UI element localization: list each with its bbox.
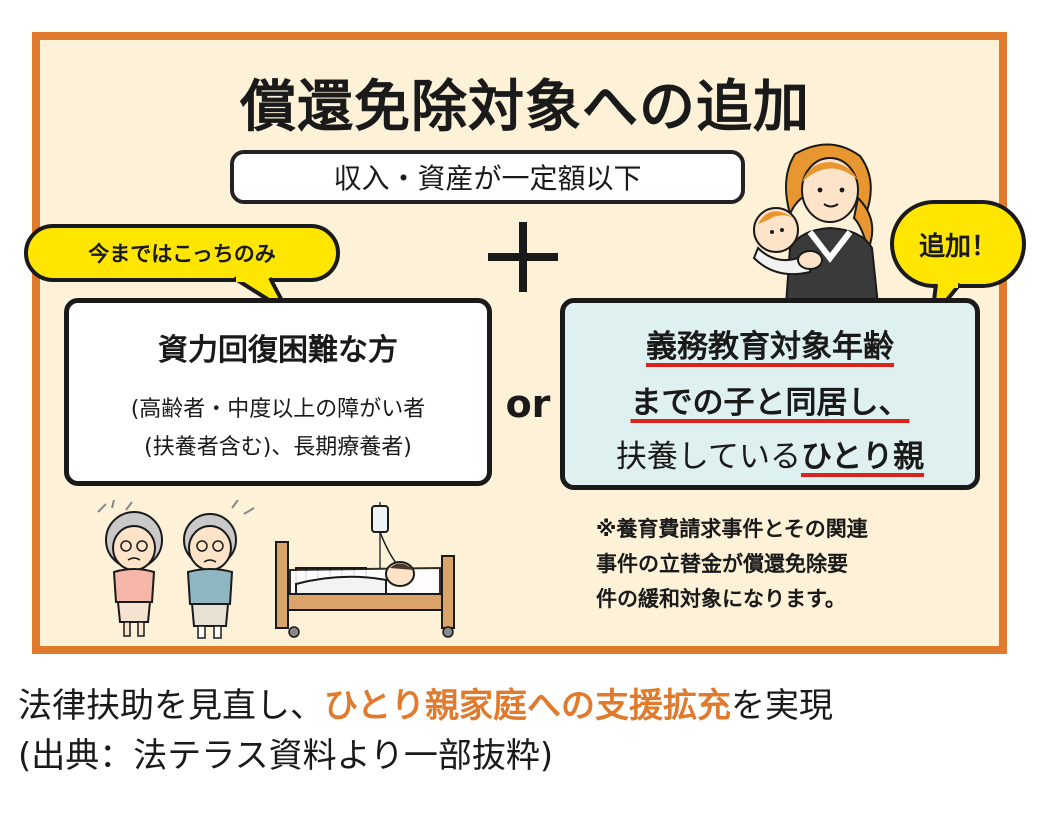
single-parent-line2: までの子と同居し、	[630, 385, 910, 421]
speech-bubble-previous: 今まではこっちのみ	[24, 224, 340, 282]
page-title: 償還免除対象への追加	[240, 75, 810, 140]
speech-bubble-added: 追加！	[890, 200, 1026, 288]
mother-with-baby-illustration	[752, 143, 880, 305]
plus-icon	[488, 222, 558, 292]
single-parent-box: 義務教育対象年齢 までの子と同居し、 扶養しているひとり親	[560, 298, 980, 490]
hospital-bed-illustration	[275, 502, 455, 638]
elderly-couple-illustration	[97, 500, 255, 639]
bubble-added-text: 追加！	[918, 231, 997, 262]
footnote-line3: 件の緩和対象になります。	[596, 587, 846, 611]
single-parent-line3-emphasis: ひとり親	[801, 439, 925, 475]
footnote: ※養育費請求事件とその関連 事件の立替金が償還免除要 件の緩和対象になります。	[596, 512, 996, 617]
hardship-detail-line1: (高齢者・中度以上の障がい者	[130, 397, 426, 422]
caption-part1: 法律扶助を見直し、	[18, 686, 324, 726]
hardship-detail-line2: (扶養者含む)、長期療養者)	[144, 435, 412, 460]
footnote-line2: 事件の立替金が償還免除要	[596, 552, 848, 576]
hardship-box: 資力回復困難な方 (高齢者・中度以上の障がい者 (扶養者含む)、長期療養者)	[64, 298, 492, 486]
footnote-line1: ※養育費請求事件とその関連	[596, 517, 868, 541]
single-parent-line3-plain: 扶養している	[615, 439, 801, 475]
caption-part2: を実現	[730, 686, 833, 726]
caption-highlight: ひとり親家庭への支援拡充	[324, 686, 731, 726]
bubble-previous-text: 今まではこっちのみ	[88, 242, 276, 266]
caption-source: (出典：法テラス資料より一部抜粋)	[18, 736, 554, 776]
single-parent-line1: 義務教育対象年齢	[646, 329, 894, 365]
hardship-title: 資力回復困難な方	[158, 333, 398, 368]
condition-text: 収入・資産が一定額以下	[333, 162, 642, 195]
condition-box: 収入・資産が一定額以下	[230, 150, 745, 204]
or-label: or	[505, 382, 551, 426]
caption-main: 法律扶助を見直し、ひとり親家庭への支援拡充を実現	[18, 678, 833, 727]
